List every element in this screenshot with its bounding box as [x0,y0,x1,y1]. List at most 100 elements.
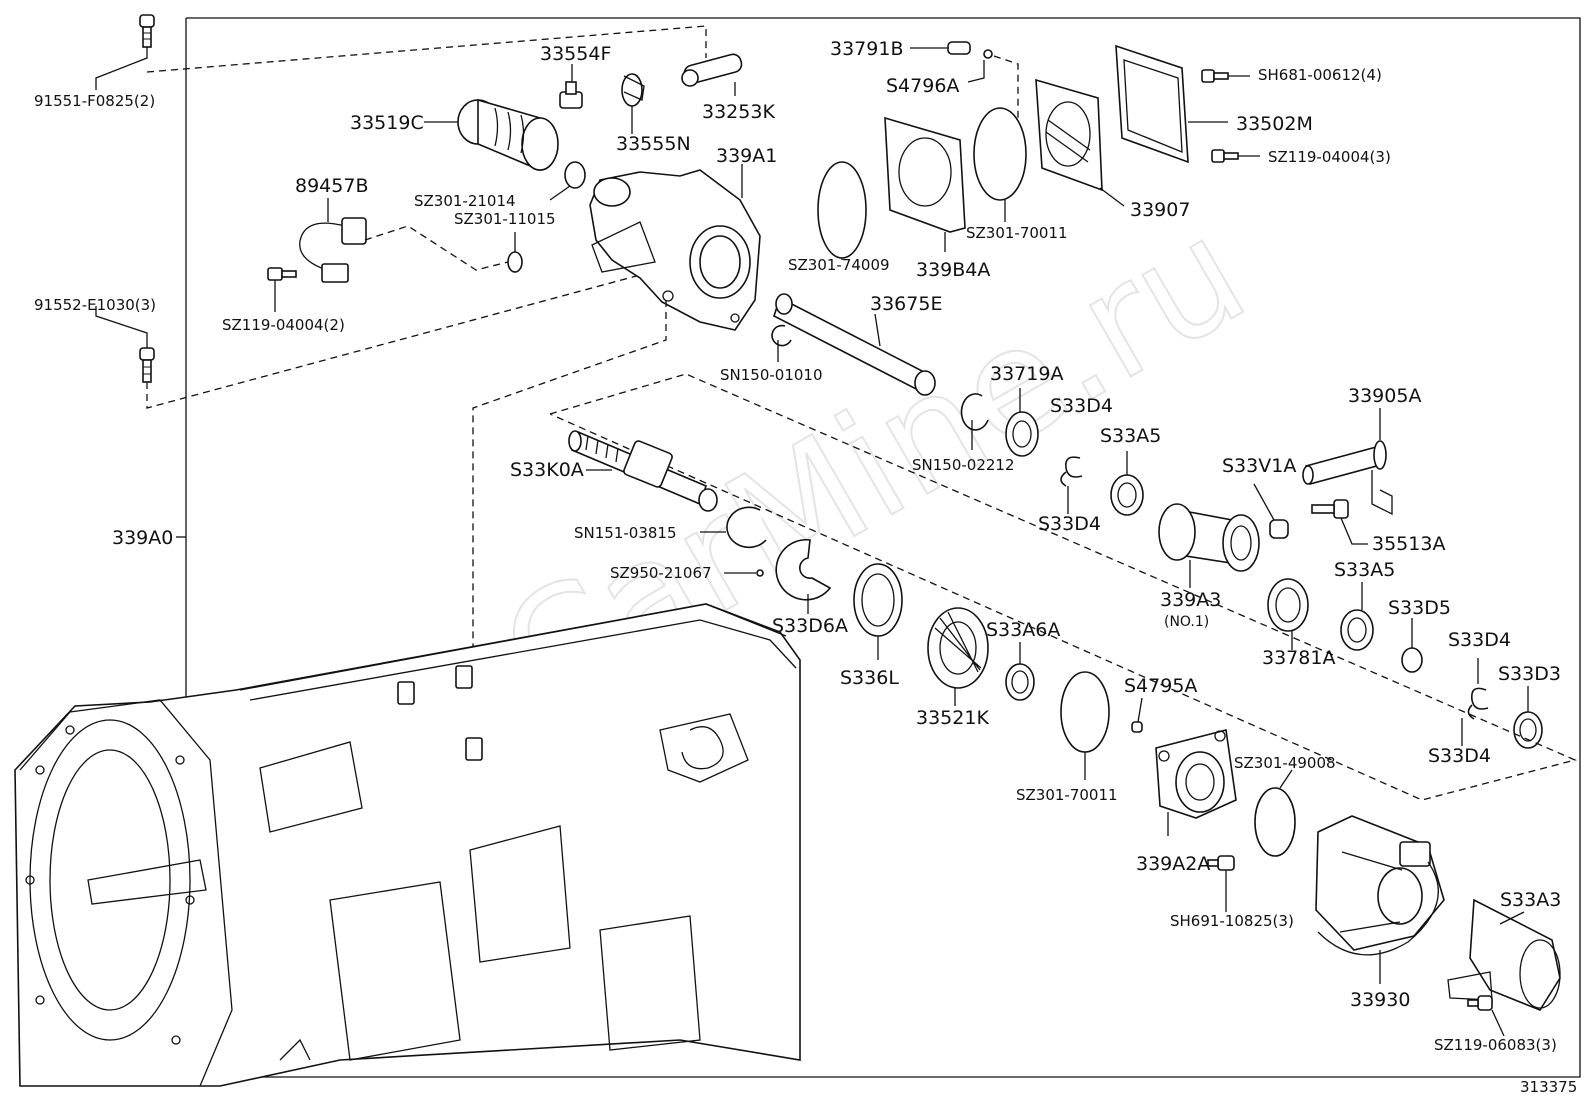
part-S33A5-a [1110,451,1144,516]
part-S4796A [983,49,993,59]
part-33519C [424,98,559,172]
label-S336L: S336L [840,667,899,689]
label-S33K0A: S33K0A [510,459,584,481]
dash-sensor [364,225,509,271]
label-S33D4-b: S33D4 [1038,513,1101,535]
part-S33A3 [1447,898,1561,1011]
label-S33D4-a: S33D4 [1050,395,1113,417]
label-S33A3: S33A3 [1500,889,1561,911]
label-SH681-00612: SH681-00612(4) [1258,66,1382,84]
label-SN150-01010: SN150-01010 [720,366,823,384]
label-SZ301-70011-top: SZ301-70011 [966,224,1068,242]
part-SN150-02212 [960,393,989,431]
part-33907 [1035,78,1125,207]
part-SN150-01010 [771,324,792,347]
label-33502M: 33502M [1236,113,1313,135]
label-33781A: 33781A [1262,647,1335,669]
label-339A3: 339A3 [1160,589,1221,611]
part-SZ301-21014 [564,161,586,189]
part-33791B [910,41,971,55]
label-33521K: 33521K [916,707,989,729]
label-SZ301-49008: SZ301-49008 [1234,754,1336,772]
part-SZ119-04004-3 [1211,149,1260,163]
label-33791B: 33791B [830,38,903,60]
label-33719A: 33719A [990,363,1063,385]
part-S4795A [1131,697,1143,733]
label-SN150-02212: SN150-02212 [912,456,1015,474]
label-S33A6A: S33A6A [986,619,1060,641]
part-33555N [621,73,645,134]
part-SH681-00612 [1201,69,1250,83]
label-SN151-03815: SN151-03815 [574,524,677,542]
label-339A2A: 339A2A [1136,853,1210,875]
part-SN151-03815 [726,506,767,549]
label-91552-E1030: 91552-E1030(3) [34,296,156,314]
part-S33A5-b [1340,582,1374,651]
part-SZ119-04004-2 [267,267,297,312]
bolt-91551 [95,14,155,90]
label-SZ119-06083: SZ119-06083(3) [1434,1036,1557,1054]
part-SH691-10825 [1207,855,1235,912]
label-SZ301-21014: SZ301-21014 [414,192,516,210]
part-339A3 [1158,503,1260,588]
part-S33V1A [1253,483,1289,539]
part-SZ301-49008 [1254,787,1296,857]
part-89457B [299,198,367,283]
part-SZ950-21067 [756,569,764,577]
label-S4796A: S4796A [886,75,959,97]
part-S336L [853,563,903,660]
part-S33D4-a [1064,456,1083,478]
part-339A2A [1155,729,1237,836]
part-SZ119-06083 [1467,995,1505,1037]
part-S33K0A [568,430,718,512]
label-33253K: 33253K [702,101,775,123]
label-SZ119-04004-3: SZ119-04004(3) [1268,148,1391,166]
part-S33D3 [1513,686,1543,749]
part-33781A [1267,578,1309,650]
label-33930: 33930 [1350,989,1410,1011]
labels: 91551-F0825(2) 91552-E1030(3) 339A0 3355… [34,38,1577,1096]
part-339B4A [884,116,966,252]
part-33675E [773,293,936,396]
label-33907: 33907 [1130,199,1190,221]
part-339A1 [589,164,761,331]
label-SH691-10825: SH691-10825(3) [1170,912,1294,930]
label-SZ950-21067: SZ950-21067 [610,564,712,582]
label-33905A: 33905A [1348,385,1421,407]
label-33675E: 33675E [870,293,942,315]
label-339A3-sub: (NO.1) [1164,614,1209,630]
label-SZ301-74009: SZ301-74009 [788,256,890,274]
label-S33D5: S33D5 [1388,597,1451,619]
label-33554F: 33554F [540,43,611,65]
transmission-case [14,603,801,1087]
dash-vertical-case [472,300,667,760]
dash-outline-lower [146,267,667,409]
label-33555N: 33555N [616,133,691,155]
label-339A0: 339A0 [112,527,173,549]
part-33253K [681,53,743,96]
part-S33D6A [775,538,832,614]
label-339A1: 339A1 [716,145,777,167]
label-S33D6A: S33D6A [772,615,848,637]
part-33502M [1115,44,1228,164]
label-SZ301-70011-low: SZ301-70011 [1016,786,1118,804]
label-SZ301-11015: SZ301-11015 [454,210,556,228]
part-33521K [927,607,989,706]
dash-S4796A [993,55,1019,130]
label-89457B: 89457B [295,175,368,197]
part-SZ301-70011-low [1060,671,1110,753]
part-S33A6A [1005,642,1035,701]
part-SZ301-70011-top [973,107,1027,201]
figure-number: 313375 [1520,1078,1577,1096]
part-SZ301-74009 [817,161,867,259]
part-33930 [1315,815,1445,984]
dash-inner-outline [549,373,1577,801]
part-33905A [1302,408,1393,516]
label-S33A5-a: S33A5 [1100,425,1161,447]
label-35513A: 35513A [1372,533,1445,555]
label-S33D3: S33D3 [1498,663,1561,685]
label-S33V1A: S33V1A [1222,455,1296,477]
label-S33D4-c: S33D4 [1448,629,1511,651]
label-339B4A: 339B4A [916,259,990,281]
